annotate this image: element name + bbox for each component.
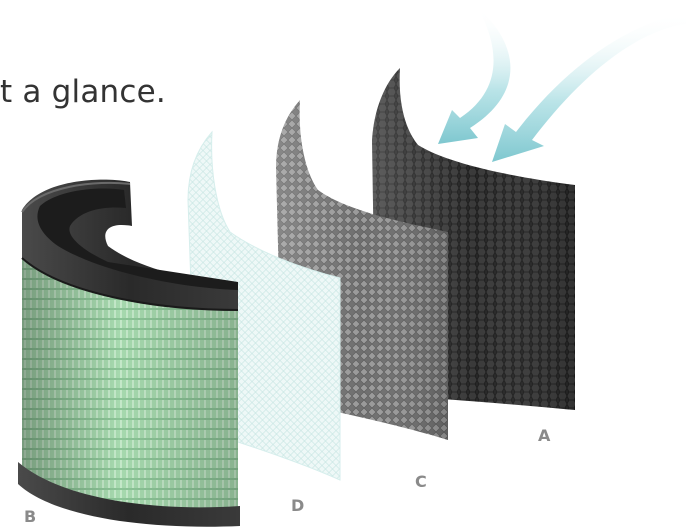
airflow-arrow-icon [438, 8, 510, 144]
label-b: B [24, 507, 36, 526]
label-a: A [538, 426, 550, 445]
label-d: D [291, 496, 304, 515]
label-c: C [415, 472, 427, 491]
airflow-arrow-icon [492, 12, 686, 162]
page-heading: t a glance. [0, 74, 166, 110]
